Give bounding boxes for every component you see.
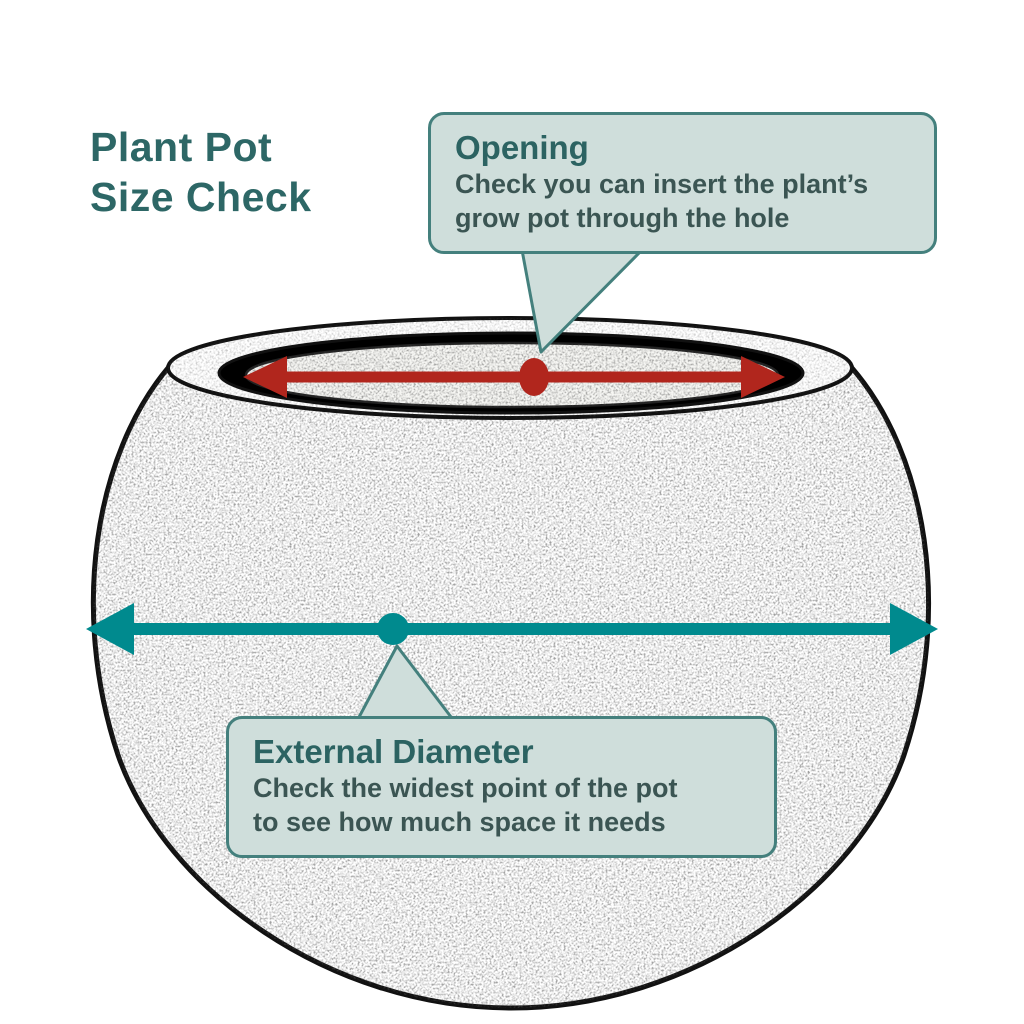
opening-arrowhead-right <box>741 356 785 398</box>
callout-external-diameter-title: External Diameter <box>253 733 534 770</box>
pot-body-texture <box>93 368 929 1008</box>
page-title: Plant Pot Size Check <box>90 122 312 222</box>
callout-external-diameter-body-line2: to see how much space it needs <box>253 806 666 837</box>
callout-external-diameter: External Diameter Check the widest point… <box>226 716 777 859</box>
opening-arrowhead-left <box>243 356 287 398</box>
page-title-line2: Size Check <box>90 174 312 221</box>
external-diameter-arrow <box>86 603 938 655</box>
callout-opening-body-line2: grow pot through the hole <box>455 202 790 233</box>
callout-opening: Opening Check you can insert the plant’s… <box>428 112 937 255</box>
page-title-line1: Plant Pot <box>90 124 273 170</box>
opening-arrow-dot <box>519 358 549 396</box>
callout-opening-body-line1: Check you can insert the plant’s <box>455 169 869 200</box>
external-diameter-arrowhead-left <box>86 603 134 655</box>
external-diameter-arrowhead-right <box>890 603 938 655</box>
callout-opening-title: Opening <box>455 129 589 166</box>
opening-arrow <box>243 356 785 398</box>
external-diameter-arrow-dot <box>377 613 409 645</box>
callout-external-diameter-body-line1: Check the widest point of the pot <box>253 773 678 804</box>
